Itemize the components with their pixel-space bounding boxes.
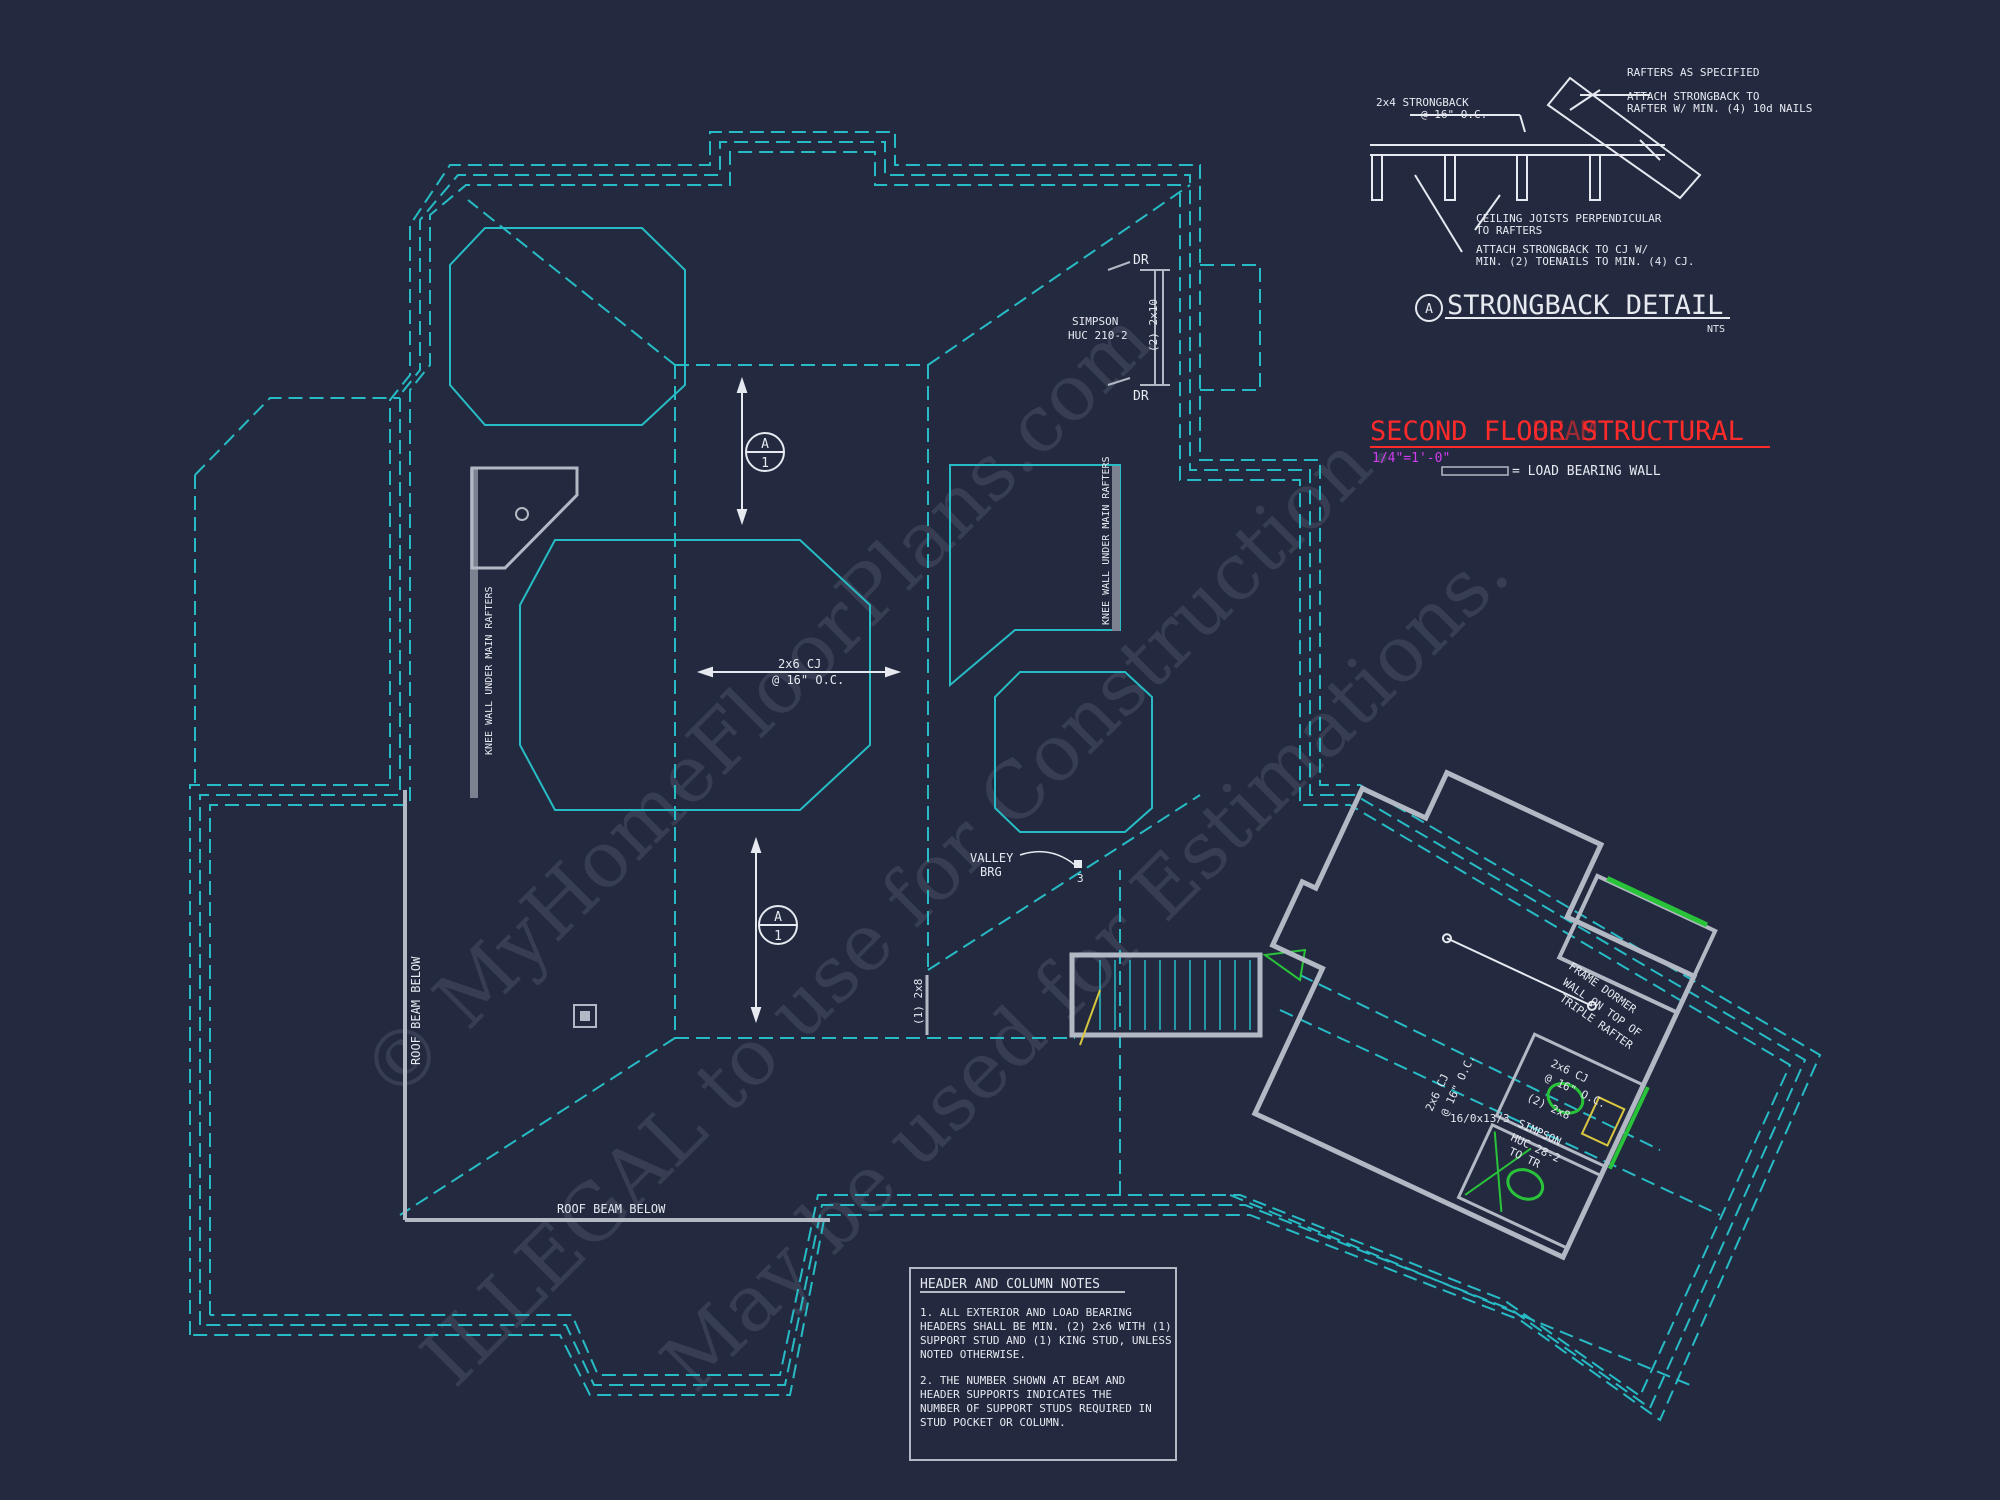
note-1-line-4: NOTED OTHERWISE. [920, 1348, 1026, 1361]
simpson-top-a: SIMPSON [1072, 315, 1118, 328]
strongback-attach-cj-a: ATTACH STRONGBACK TO CJ W/ [1476, 243, 1648, 256]
note-1-line-1: 1. ALL EXTERIOR AND LOAD BEARING [920, 1306, 1132, 1319]
strongback-attach-rafter-b: RAFTER W/ MIN. (4) 10d NAILS [1627, 102, 1812, 115]
stair [1069, 948, 1307, 1046]
floor-scale: 1/4"=1'-0" [1372, 451, 1450, 466]
section-sheet-bottom: 1 [774, 929, 782, 944]
roof-beam-left-label: ROOF BEAM BELOW [409, 956, 423, 1065]
note-2-line-2: HEADER SUPPORTS INDICATES THE [920, 1388, 1112, 1401]
knee-wall-left [470, 468, 478, 798]
note-1-line-2: HEADERS SHALL BE MIN. (2) 2x6 WITH (1) [920, 1320, 1172, 1333]
valley-brg-b: BRG [980, 865, 1002, 879]
valley-brg-a: VALLEY [970, 851, 1014, 865]
notes-title: HEADER AND COLUMN NOTES [920, 1277, 1100, 1292]
cj-main-a: 2x6 CJ [778, 657, 821, 671]
knee-wall-left-label: KNEE WALL UNDER MAIN RAFTERS [484, 586, 495, 755]
strongback-rafters-note: RAFTERS AS SPECIFIED [1627, 66, 1759, 79]
note-2-line-3: NUMBER OF SUPPORT STUDS REQUIRED IN [920, 1402, 1152, 1415]
knee-walls [403, 466, 1120, 1222]
angled-wing [1251, 769, 1718, 1261]
column-post [573, 1004, 597, 1028]
ceiling-octagons [449, 227, 1153, 833]
header-column-notes: HEADER AND COLUMN NOTES 1. ALL EXTERIOR … [909, 1267, 1177, 1461]
header-2x8-label: (1) 2x8 [912, 979, 925, 1025]
note-1-line-3: SUPPORT STUD AND (1) KING STUD, UNLESS [920, 1334, 1172, 1347]
header-2x10-detail [1107, 261, 1170, 386]
knee-wall-right [1112, 466, 1120, 631]
flue-circle [515, 507, 529, 521]
dr-label-bottom: DR [1133, 389, 1149, 404]
roof-beam-bottom-label: ROOF BEAM BELOW [557, 1202, 666, 1216]
beam-size: 16/0x13/3 [1450, 1112, 1510, 1125]
strongback-attach-cj-b: MIN. (2) TOENAILS TO MIN. (4) CJ. [1476, 255, 1695, 268]
strongback-detail-drawing [1370, 76, 1730, 322]
simpson-top-b: HUC 210-2 [1068, 329, 1128, 342]
valley-brg-leader [1019, 850, 1076, 866]
section-marker-bottom: A [774, 910, 782, 925]
strongback-note-1a: 2x4 STRONGBACK [1376, 96, 1469, 109]
section-sheet-top: 1 [761, 456, 769, 471]
strongback-attach-rafter-a: ATTACH STRONGBACK TO [1627, 90, 1759, 103]
title-block: SECOND FLOOR STRUCTURAL BEAM 1/4"=1'-0" … [1370, 416, 1770, 479]
section-markers [696, 376, 902, 1024]
strongback-nts: NTS [1707, 324, 1725, 335]
strongback-ceiling-joists-b: TO RAFTERS [1476, 224, 1542, 237]
chimney-chase [470, 466, 579, 570]
strongback-ceiling-joists-a: CEILING JOISTS PERPENDICULAR [1476, 212, 1662, 225]
roof-outline [189, 131, 1822, 1422]
watermark: © MyHomeFloorPlans.com ILLEGAL to use fo… [345, 294, 1527, 1408]
notes-box [909, 1267, 1177, 1461]
strongback-marker: A [1425, 302, 1433, 317]
knee-wall-right-label: KNEE WALL UNDER MAIN RAFTERS [1101, 456, 1112, 625]
strongback-title: STRONGBACK DETAIL [1447, 290, 1723, 321]
floor-title: SECOND FLOOR STRUCTURAL [1370, 416, 1744, 447]
cj-main-b: @ 16" O.C. [772, 673, 844, 687]
header-2x10-label: (2) 2x10 [1147, 299, 1160, 352]
note-2-line-4: STUD POCKET OR COLUMN. [920, 1416, 1066, 1429]
floor-title-overlap: BEAM [1532, 416, 1597, 447]
dr-label-top: DR [1133, 253, 1149, 268]
legend-label: = LOAD BEARING WALL [1512, 464, 1661, 479]
strongback-note-1b: @ 16" O.C. [1421, 108, 1487, 121]
section-marker-top: A [761, 437, 769, 452]
column-post-core [580, 1011, 590, 1021]
legend-swatch [1441, 466, 1509, 476]
valley-brg-post [1074, 860, 1082, 868]
note-2-line-1: 2. THE NUMBER SHOWN AT BEAM AND [920, 1374, 1125, 1387]
valley-brg-count: 3 [1077, 872, 1084, 885]
